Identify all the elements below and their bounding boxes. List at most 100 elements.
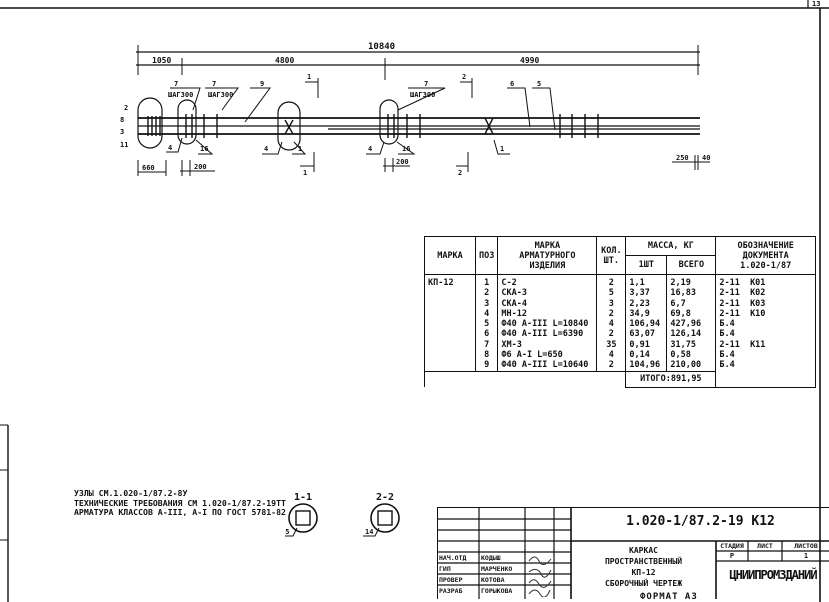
spec-item: СКА-3: [501, 288, 527, 299]
staff-roles: НАЧ.ОТД ГИП ПРОВЕР РАЗРАБ: [439, 553, 479, 597]
spec-item: Ф6 А-I L=650: [501, 350, 563, 361]
drawing-name: КАРКАС ПРОСТРАНСТВЕННЫЙ КП-12 СБОРОЧНЫЙ …: [571, 545, 716, 589]
staff-role: НАЧ.ОТД: [439, 554, 467, 562]
spec-doc: 2-11 К02: [719, 288, 766, 299]
col-header-poz: ПОЗ: [474, 236, 499, 275]
spec-item: МН-12: [501, 308, 527, 319]
stage-value: Р: [729, 552, 735, 560]
callout: 3: [120, 128, 124, 136]
cross-sections: 1-1 2-2 15 14: [285, 492, 400, 537]
spec-doc: Б.4: [719, 329, 735, 340]
sheets-label: ЛИСТОВ: [794, 542, 818, 550]
organization: ЦНИИПРОМЗДАНИЙ: [729, 568, 817, 582]
note: АРМАТУРА КЛАССОВ А-III, А-I ПО ГОСТ 5781…: [74, 507, 286, 517]
name-line: КП-12: [631, 568, 656, 577]
col-header-mass-total: ВСЕГО: [666, 255, 717, 275]
format-label: ФОРМАТ А3: [640, 592, 698, 602]
note: ТЕХНИЧЕСКИЕ ТРЕБОВАНИЯ СМ 1.020-1/87.2-1…: [74, 497, 286, 508]
col-header-doc: ОБОЗНАЧЕНИЕ ДОКУМЕНТА 1.020-1/87: [715, 236, 816, 275]
dim-250: 250: [676, 154, 689, 162]
dim-40: 40: [702, 154, 710, 162]
dim-200: 200: [194, 163, 207, 171]
section-title: 1-1: [294, 492, 312, 503]
col-header-item-mark: МАРКА АРМАТУРНОГО ИЗДЕЛИЯ: [497, 236, 598, 275]
spec-item: Ф40 А-III L=10840: [501, 319, 589, 330]
note: УЗЛЫ СМ.1.020-1/87.2-8У: [74, 488, 188, 498]
spec-total: 427,96: [670, 319, 702, 330]
spec-doc: 2-11 К03: [719, 298, 766, 309]
staff-role: РАЗРАБ: [439, 587, 463, 595]
spec-qty: 4: [608, 350, 614, 361]
callout: 4: [168, 144, 172, 152]
spec-total: 69,8: [670, 308, 691, 319]
spec-item: С-2: [501, 278, 517, 288]
callout: 8: [120, 116, 124, 124]
spec-qty: 2: [608, 329, 614, 340]
col-header-mass: МАССА, КГ: [625, 236, 717, 256]
dim-total: 10840: [368, 42, 395, 52]
spec-qty: 35: [606, 339, 617, 350]
name-line: КАРКАС: [629, 546, 658, 555]
section-mark: 2: [462, 73, 466, 81]
empty-cell: [423, 370, 627, 388]
spec-doc: 2-11 К01: [719, 278, 766, 288]
header-line: ИЗДЕЛИЯ: [529, 260, 566, 271]
sheet-number: 13: [812, 0, 820, 8]
header-line: МАРКА: [534, 240, 561, 251]
callout: 6: [510, 80, 514, 88]
spec-qty: 2: [608, 278, 614, 288]
spec-one: 63,07: [629, 329, 655, 340]
staff-names: КОДЫШ МАРЧЕНКО КОТОВА ГОРЫКОВА: [481, 553, 525, 597]
callout: 9: [260, 80, 264, 88]
header-line: КОЛ.: [601, 245, 622, 256]
spec-poz: 4: [484, 308, 490, 319]
spec-qty: 4: [608, 319, 614, 330]
spec-poz: 3: [484, 298, 490, 309]
dim-660: 660: [142, 164, 155, 172]
header-line: ШТ.: [603, 255, 620, 266]
cell-marka: КП-12: [424, 274, 476, 372]
spec-qty: 5: [608, 288, 614, 299]
spec-total: 31,75: [670, 339, 696, 350]
spec-one: 106,94: [629, 319, 661, 330]
spec-doc: 2-11 К10: [719, 308, 766, 319]
spec-doc: Б.4: [719, 360, 735, 371]
callout: 4: [368, 145, 372, 153]
cage-elevation-drawing: 10840 1050 4800 4990 ШАГ300 ШАГ300: [120, 42, 710, 177]
callout: 16: [402, 145, 410, 153]
general-notes: УЗЛЫ СМ.1.020-1/87.2-8У ТЕХНИЧЕСКИЕ ТРЕБ…: [74, 488, 286, 518]
spec-qty: 2: [608, 360, 614, 371]
name-line: ПРОСТРАНСТВЕННЫЙ: [604, 557, 683, 566]
signatures: [528, 556, 552, 597]
spec-qty: 2: [608, 308, 614, 319]
callout: 5: [537, 80, 541, 88]
callout: 7: [212, 80, 216, 88]
staff-role: ГИП: [439, 565, 451, 573]
total-mass: ИТОГО:891,95: [625, 370, 717, 388]
spec-doc: Б.4: [719, 350, 735, 361]
header-line: ДОКУМЕНТА: [742, 250, 789, 261]
sheets-value: 1: [803, 552, 809, 560]
section-callout: 14: [365, 528, 373, 536]
spec-one: 0,91: [629, 339, 650, 350]
section-title: 2-2: [376, 492, 394, 503]
spec-total: 6,7: [670, 298, 686, 309]
spec-item: ХМ-3: [501, 339, 522, 350]
step-label: ШАГ300: [208, 91, 233, 99]
spec-poz: 8: [484, 350, 490, 361]
spec-doc: Б.4: [719, 319, 735, 330]
sheet-label: ЛИСТ: [757, 542, 773, 550]
callout: 7: [174, 80, 178, 88]
spec-poz: 2: [484, 288, 490, 299]
callout: 2: [124, 104, 128, 112]
section-mark: 1: [303, 169, 307, 177]
spec-total: 16,83: [670, 288, 696, 299]
col-header-marka: МАРКА: [424, 236, 476, 275]
spec-poz: 6: [484, 329, 490, 340]
